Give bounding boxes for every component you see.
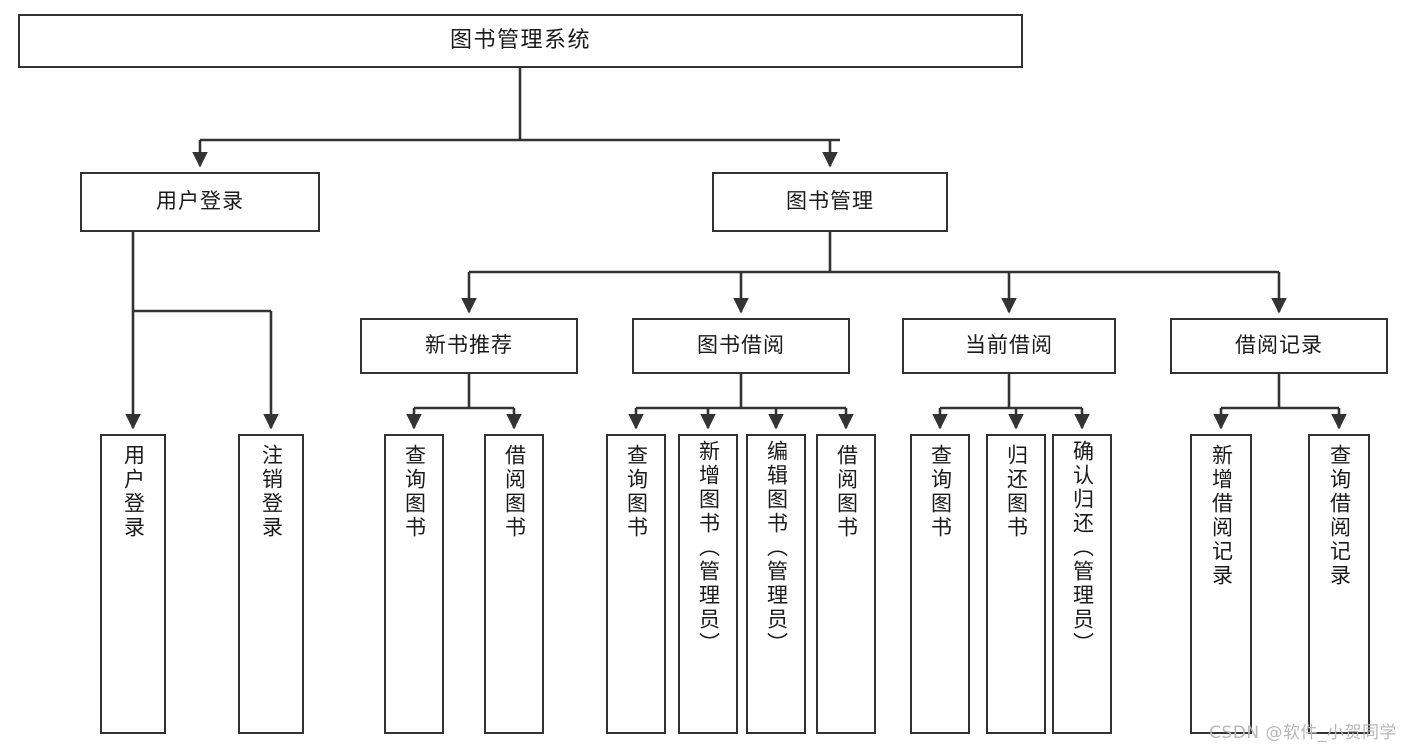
leaf-borrow-book-rec-label: 借阅图书 [502,444,527,540]
leaf-user-login-label: 用户登录 [121,444,146,540]
leaf-confirm-return-admin[interactable]: 确认归还（管理员） [1052,434,1112,734]
leaf-edit-book-admin-label: 编辑图书（管理员） [764,440,789,656]
node-book-borrow[interactable]: 图书借阅 [632,318,850,374]
leaf-borrow-book[interactable]: 借阅图书 [816,434,876,734]
leaf-query-book-current[interactable]: 查询图书 [910,434,970,734]
leaf-return-book-label: 归还图书 [1004,444,1029,540]
node-user-login-label: 用户登录 [156,189,244,214]
leaf-borrow-book-rec[interactable]: 借阅图书 [484,434,544,734]
node-current-borrow-label: 当前借阅 [965,333,1053,358]
node-book-borrow-label: 图书借阅 [697,333,785,358]
leaf-edit-book-admin[interactable]: 编辑图书（管理员） [746,434,806,734]
leaf-add-book-admin-label: 新增图书（管理员） [696,440,721,656]
node-book-management-label: 图书管理 [786,189,874,214]
leaf-logout-label: 注销登录 [259,444,284,540]
leaf-logout[interactable]: 注销登录 [238,434,304,734]
leaf-add-borrow-record-label: 新增借阅记录 [1209,444,1234,588]
node-user-login[interactable]: 用户登录 [80,172,320,232]
leaf-query-book-rec[interactable]: 查询图书 [384,434,444,734]
node-borrow-record[interactable]: 借阅记录 [1170,318,1388,374]
leaf-query-borrow-record-label: 查询借阅记录 [1327,444,1352,588]
leaf-query-book-rec-label: 查询图书 [402,444,427,540]
node-new-book-recommend-label: 新书推荐 [425,333,513,358]
node-root-label: 图书管理系统 [449,27,591,53]
leaf-add-book-admin[interactable]: 新增图书（管理员） [678,434,738,734]
node-root[interactable]: 图书管理系统 [18,14,1023,68]
leaf-add-borrow-record[interactable]: 新增借阅记录 [1190,434,1252,734]
leaf-return-book[interactable]: 归还图书 [986,434,1046,734]
leaf-confirm-return-admin-label: 确认归还（管理员） [1070,440,1095,656]
node-current-borrow[interactable]: 当前借阅 [902,318,1116,374]
leaf-user-login[interactable]: 用户登录 [100,434,166,734]
leaf-query-borrow-record[interactable]: 查询借阅记录 [1308,434,1370,734]
csdn-watermark: CSDN @软件_小贺同学 [1209,723,1397,743]
leaf-query-book-borrow[interactable]: 查询图书 [606,434,666,734]
leaf-query-book-current-label: 查询图书 [928,444,953,540]
node-book-management[interactable]: 图书管理 [712,172,948,232]
leaf-borrow-book-label: 借阅图书 [834,444,859,540]
leaf-query-book-borrow-label: 查询图书 [624,444,649,540]
node-borrow-record-label: 借阅记录 [1235,333,1323,358]
node-new-book-recommend[interactable]: 新书推荐 [360,318,578,374]
